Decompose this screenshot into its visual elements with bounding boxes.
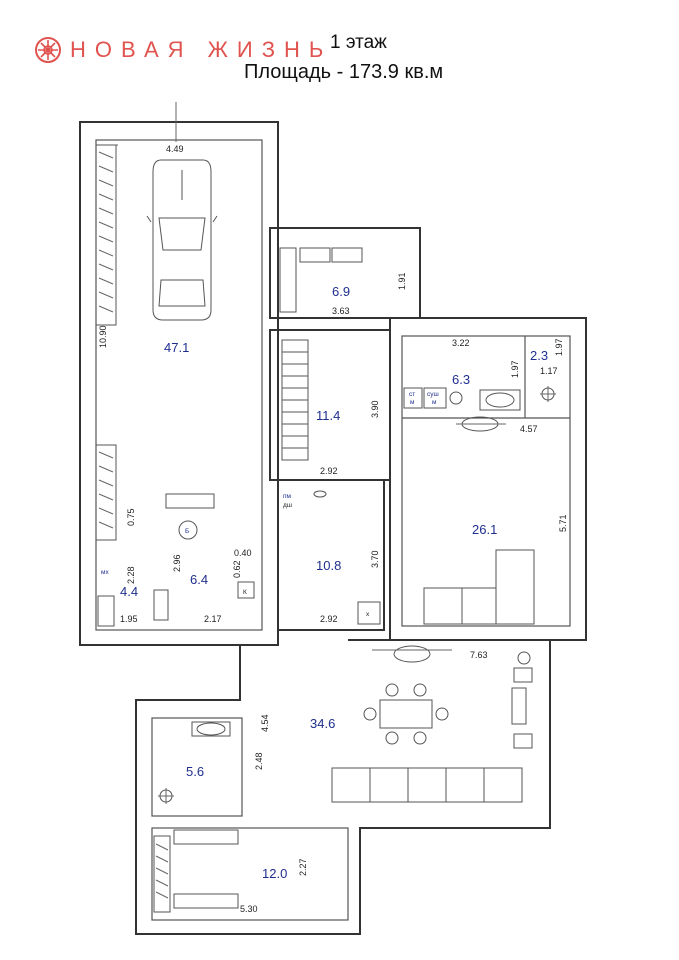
garage-wardrobe: [95, 144, 118, 541]
label-m2: м: [432, 399, 437, 406]
dim-hall-w: 2.92: [320, 614, 338, 624]
dim-stairs-h: 3.90: [370, 400, 380, 418]
label-b: Б: [185, 528, 189, 535]
living-area: 26.1: [472, 522, 497, 537]
dim-utility-a: 0.40: [234, 548, 252, 558]
dim-bedroom-bottom-w: 5.30: [240, 904, 258, 914]
garage-area: 47.1: [164, 340, 189, 355]
stairs-area: 11.4: [316, 408, 340, 423]
brand-logo: НОВАЯ ЖИЗНЬ: [34, 36, 332, 64]
utility-area: 6.4: [190, 572, 208, 587]
dim-boiler-h: 1.97: [554, 338, 564, 356]
wardrobes: [97, 247, 363, 913]
dining-area: 34.6: [310, 716, 335, 731]
dim-utility-c: 0.75: [126, 508, 136, 526]
dim-hall-h: 3.70: [370, 550, 380, 568]
dim-boiler-w: 1.17: [540, 366, 558, 376]
dim-bath-top-h: 1.97: [510, 360, 520, 378]
label-pm: пм: [283, 493, 292, 500]
stairs-icon: [281, 339, 309, 461]
dim-utility-w: 2.17: [204, 614, 222, 624]
brand-flower-icon: [35, 37, 61, 63]
garage-walls: [79, 102, 279, 646]
dim-utility-h: 2.96: [172, 554, 182, 572]
dim-storage-w: 1.95: [120, 614, 138, 624]
storage-area: 4.4: [120, 584, 138, 599]
lower-walls: [135, 639, 551, 935]
floor-title: 1 этаж: [330, 32, 387, 53]
label-sush: суш: [427, 391, 439, 398]
bedroom-bottom-area: 12.0: [262, 866, 287, 881]
dim-bath-bottom-h: 2.48: [254, 752, 264, 770]
label-st: ст: [409, 391, 415, 398]
brand-name: НОВАЯ ЖИЗНЬ: [70, 37, 333, 62]
bedroom-top-area: 6.9: [332, 284, 350, 299]
dim-bedroom-top-w: 3.63: [332, 306, 350, 316]
bath-top-area: 6.3: [452, 372, 470, 387]
label-dsh: дш: [283, 502, 292, 509]
dim-garage-length: 10.90: [98, 325, 108, 348]
dim-dining-h: 4.54: [260, 714, 270, 732]
bath-bottom-area: 5.6: [186, 764, 204, 779]
dim-utility-d: 2.28: [126, 566, 136, 584]
hall-area: 10.8: [316, 558, 341, 573]
label-mx: мх: [101, 569, 109, 576]
center-walls: [269, 227, 587, 641]
total-area: Площадь - 173.9 кв.м: [244, 61, 444, 83]
dim-bedroom-top-h: 1.91: [397, 272, 407, 290]
dim-utility-b: 0.62: [232, 560, 242, 578]
dining-furniture: [331, 651, 533, 803]
living-furniture: [313, 416, 535, 663]
label-x: х: [366, 611, 370, 618]
dim-garage-width: 4.49: [166, 144, 184, 154]
dim-living-h: 5.71: [558, 514, 568, 532]
dim-living-w: 4.57: [520, 424, 538, 434]
label-m1: м: [410, 399, 415, 406]
boiler-area: 2.3: [530, 348, 548, 363]
dim-stairs-w: 2.92: [320, 466, 338, 476]
car-icon: [146, 159, 218, 321]
label-k: К: [243, 589, 247, 596]
bath-fixtures: [158, 386, 556, 804]
dim-bedroom-bottom-h: 2.27: [298, 858, 308, 876]
dim-bath-top-w: 3.22: [452, 338, 470, 348]
dim-dining-w: 7.63: [470, 650, 488, 660]
